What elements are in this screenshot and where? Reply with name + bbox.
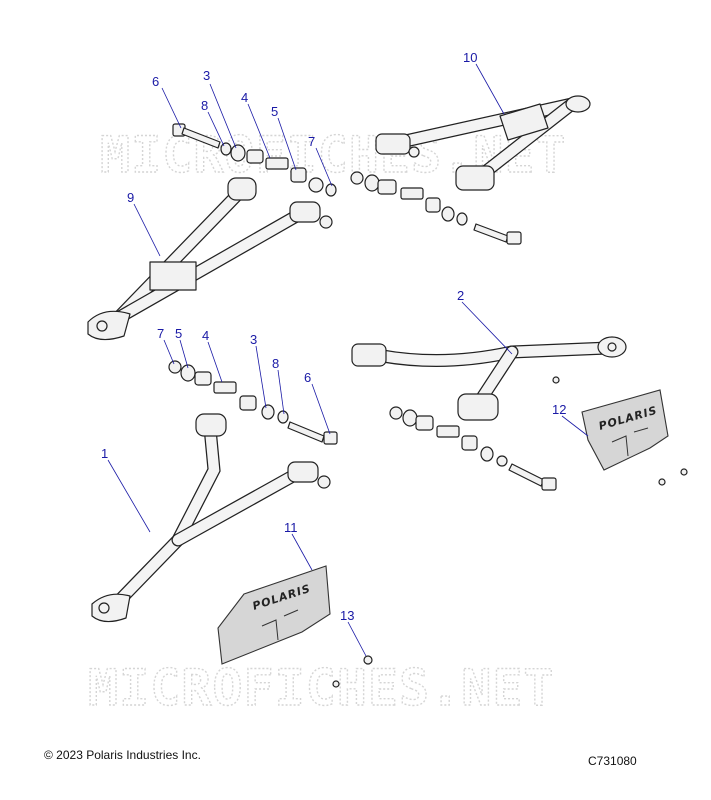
callout-labels: 10 6 3 8 4 5 7 9 2 7 5 4 3 8 6 12 1 11 1… [101,50,566,623]
callout-1: 1 [101,446,108,461]
lower-a-arm-right [351,336,627,421]
callout-11: 11 [284,520,298,535]
callout-4-lower: 4 [202,328,209,343]
watermark-bottom: MICROFICHES.NET [88,659,555,717]
upper-a-arm-left [87,177,333,341]
skid-plate-right: POLARIS [581,389,669,471]
bushing-stack-middle-right [389,406,557,491]
upper-a-arm-right [375,95,591,191]
callout-10: 10 [463,50,477,65]
callout-7-lower: 7 [157,326,164,341]
copyright-notice: © 2023 Polaris Industries Inc. [44,748,201,762]
figure-id: C731080 [588,754,637,768]
fastener-right [658,468,688,486]
callout-6-lower: 6 [304,370,311,385]
callout-12: 12 [552,402,566,417]
leader-lines [107,63,589,657]
callout-4: 4 [241,90,248,105]
bushing-stack-top-left [172,123,337,197]
callout-8-lower: 8 [272,356,279,371]
callout-7: 7 [308,134,315,149]
bushing-stack-top-right [350,171,522,245]
callout-3-lower: 3 [250,332,257,347]
bushing-stack-middle-left [168,360,338,445]
callout-8: 8 [201,98,208,113]
callout-9: 9 [127,190,134,205]
lower-a-arm-left [91,413,331,623]
callout-6: 6 [152,74,159,89]
fastener-left [332,655,373,688]
callout-5: 5 [271,104,278,119]
callout-13: 13 [340,608,354,623]
callout-3: 3 [203,68,210,83]
skid-plate-left: POLARIS [217,565,331,665]
callout-2: 2 [457,288,464,303]
callout-5-lower: 5 [175,326,182,341]
